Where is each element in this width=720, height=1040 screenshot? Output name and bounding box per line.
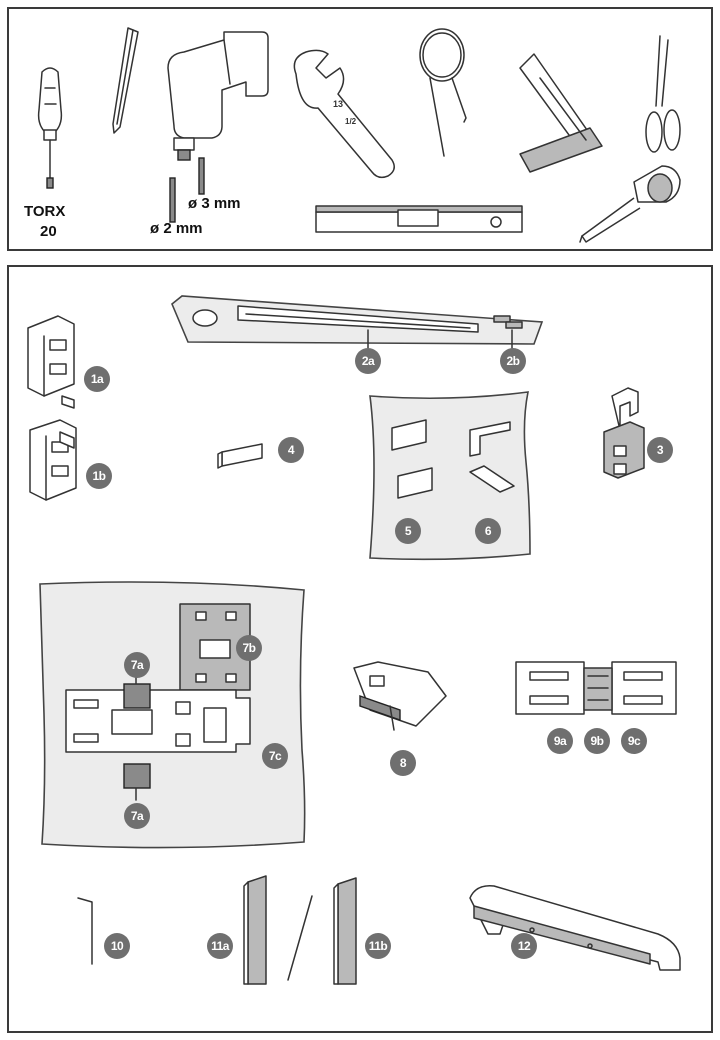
part-4 [217,443,263,469]
torx-screwdriver-icon [37,67,63,189]
badge-11b: 11b [365,933,391,959]
torx-label-line1: TORX [24,203,66,220]
badge-9c: 9c [621,728,647,754]
bracket-bag [369,391,531,561]
torx-label-line2: 20 [40,223,57,240]
pencil-icon [112,27,139,134]
wrench-size-a: 13 [333,99,343,109]
drill-bit-3mm-label: ø 3 mm [188,195,241,212]
badge-1b: 1b [86,463,112,489]
badge-11a: 11a [207,933,233,959]
try-square-icon [519,53,603,173]
badge-9a: 9a [547,728,573,754]
badge-4: 4 [278,437,304,463]
badge-6: 6 [475,518,501,544]
part-1a [27,315,75,409]
part-11-profiles [243,875,357,985]
drill-bit-2mm-label: ø 2 mm [150,220,203,237]
part-3 [603,387,645,479]
wrench-size-b: 1/2 [345,117,357,126]
badge-7c: 7c [262,743,288,769]
tape-measure-icon [579,165,681,243]
wire-coil-icon [419,28,467,157]
badge-7a-bottom: 7a [124,803,150,829]
rail-bag [171,295,544,349]
part-10-hex-key [77,897,93,965]
part-1b [29,419,77,501]
badge-1a: 1a [84,366,110,392]
badge-10: 10 [104,933,130,959]
badge-12: 12 [511,933,537,959]
badge-7b: 7b [236,635,262,661]
spirit-level-icon [315,205,523,233]
part-9 [515,661,677,715]
part-8 [353,661,447,731]
badge-2a: 2a [355,348,381,374]
wrench-icon: 13 1/2 [293,49,395,179]
part-12 [469,885,681,971]
badge-9b: 9b [584,728,610,754]
badge-5: 5 [395,518,421,544]
badge-3: 3 [647,437,673,463]
badge-7a-top: 7a [124,652,150,678]
badge-2b: 2b [500,348,526,374]
wall-plate-bag [39,581,306,849]
badge-8: 8 [390,750,416,776]
drill-icon [167,31,269,223]
scissors-icon [645,35,681,153]
